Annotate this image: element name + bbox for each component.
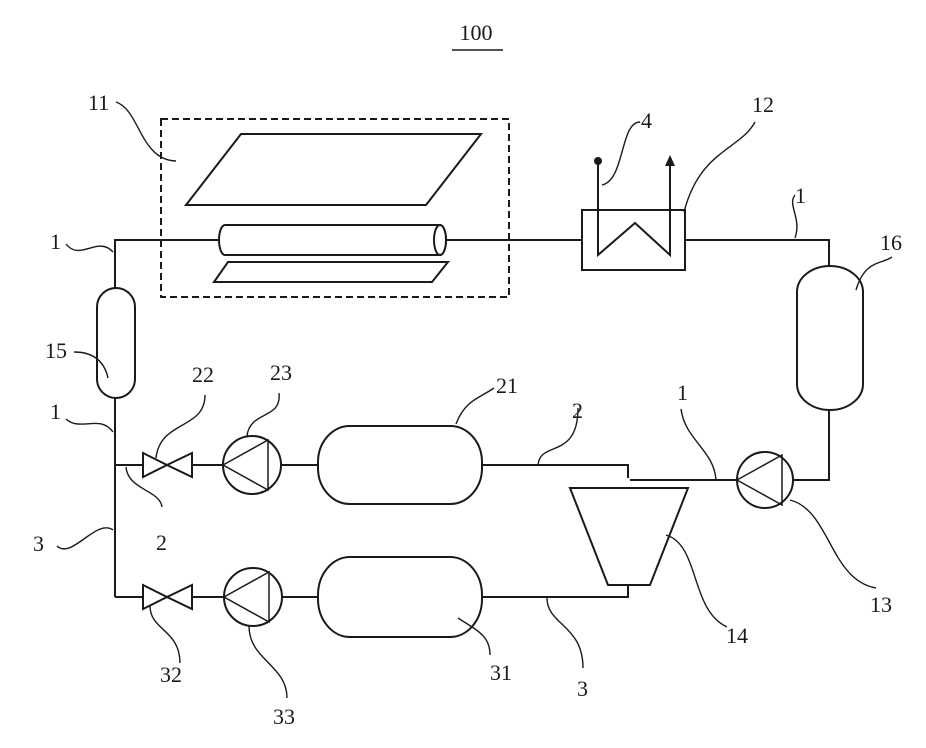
label-2-left: 2 [156,530,167,555]
branch-2 [115,426,482,504]
valve-32 [143,585,192,609]
figure-number: 100 [460,20,493,45]
label-31: 31 [490,660,512,685]
label-21: 21 [496,373,518,398]
label-1-mid: 1 [677,380,688,405]
pump-13 [737,452,793,508]
label-11: 11 [88,90,109,115]
inlet-dot-icon [594,157,602,165]
reference-labels: 11 1 15 1 3 22 23 2 21 2 1 4 12 1 16 13 … [33,90,902,729]
label-1-right: 1 [795,183,806,208]
absorber-tube [219,225,446,255]
label-3-bottom: 3 [577,676,588,701]
label-15: 15 [45,338,67,363]
vessel-16 [797,266,863,410]
label-4: 4 [641,108,652,133]
label-13: 13 [870,592,892,617]
pump-33 [224,568,282,626]
pipe-1-main-loop [115,240,829,597]
branch-3 [115,557,482,637]
label-14: 14 [726,623,748,648]
pump-23 [223,436,281,494]
heat-exchanger-12 [582,155,685,270]
vessel-15 [97,288,135,398]
vessel-21 [318,426,482,504]
vessel-31 [318,557,482,637]
separator-14 [482,465,688,597]
label-32: 32 [160,662,182,687]
label-12: 12 [752,92,774,117]
outlet-arrow-icon [665,155,675,166]
label-1-mid-left: 1 [50,399,61,424]
label-22: 22 [192,362,214,387]
label-23: 23 [270,360,292,385]
label-33: 33 [273,704,295,729]
label-16: 16 [880,230,902,255]
solar-collector-11 [161,119,509,297]
reflector-plate [186,134,481,205]
label-1-top-left: 1 [50,229,61,254]
valve-22 [143,453,192,477]
lower-plate [214,262,448,282]
label-2-mid: 2 [572,398,583,423]
label-3-left: 3 [33,531,44,556]
